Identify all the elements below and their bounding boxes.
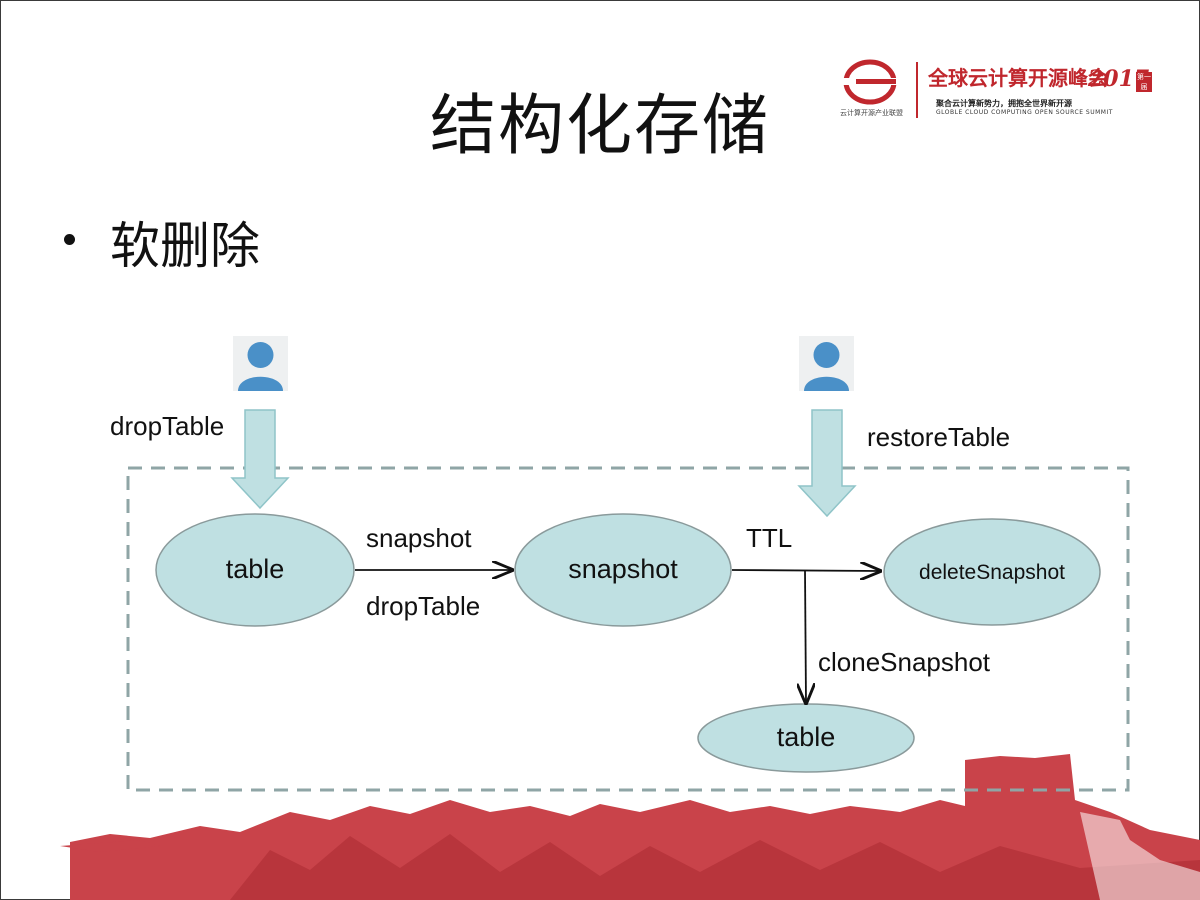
label-restore-table-action: restoreTable: [867, 422, 1011, 452]
summit-logo: 云计算开源产业联盟 全球云计算开源峰会 2017 第一届 聚合云计算新势力，拥抱…: [838, 58, 1158, 124]
node-table-bottom-label: table: [776, 722, 836, 752]
bullet-dot: [64, 234, 75, 245]
node-table-left-label: table: [225, 554, 285, 584]
edge-snapshot-to-delete: [731, 570, 880, 571]
label-edge-drop-table: dropTable: [366, 591, 481, 621]
node-delete-snapshot-label: deleteSnapshot: [919, 561, 1065, 584]
node-delete-snapshot: [883, 518, 1101, 626]
label-edge-snapshot: snapshot: [366, 523, 472, 553]
label-edge-clone-snapshot: cloneSnapshot: [818, 647, 991, 677]
summit-name: 全球云计算开源峰会: [928, 66, 1108, 90]
logo-divider: [916, 62, 918, 118]
label-edge-ttl: TTL: [746, 523, 793, 553]
alliance-caption: 云计算开源产业联盟: [840, 109, 903, 117]
user-left-icon: [233, 336, 288, 391]
summit-badge: 第一届: [1136, 72, 1152, 92]
edge-snapshot-to-table: [805, 569, 806, 703]
summit-english-name: GLOBLE CLOUD COMPUTING OPEN SOURCE SUMMI…: [936, 109, 1113, 116]
node-snapshot-label: snapshot: [568, 554, 678, 584]
system-boundary: [126, 466, 1130, 792]
alliance-logo-icon: [842, 59, 898, 105]
slide-title: 结构化存储: [430, 87, 770, 164]
drop-table-arrow: [230, 409, 290, 510]
node-table-left: [155, 513, 355, 627]
great-wall-decoration: [60, 754, 1200, 900]
label-drop-table-action: dropTable: [110, 411, 225, 441]
summit-slogan: 聚合云计算新势力，拥抱全世界新开源: [936, 99, 1072, 108]
restore-table-arrow: [797, 409, 857, 518]
node-snapshot: [514, 513, 732, 627]
user-right-icon: [799, 336, 854, 391]
bullet-text: 软删除: [110, 217, 260, 275]
